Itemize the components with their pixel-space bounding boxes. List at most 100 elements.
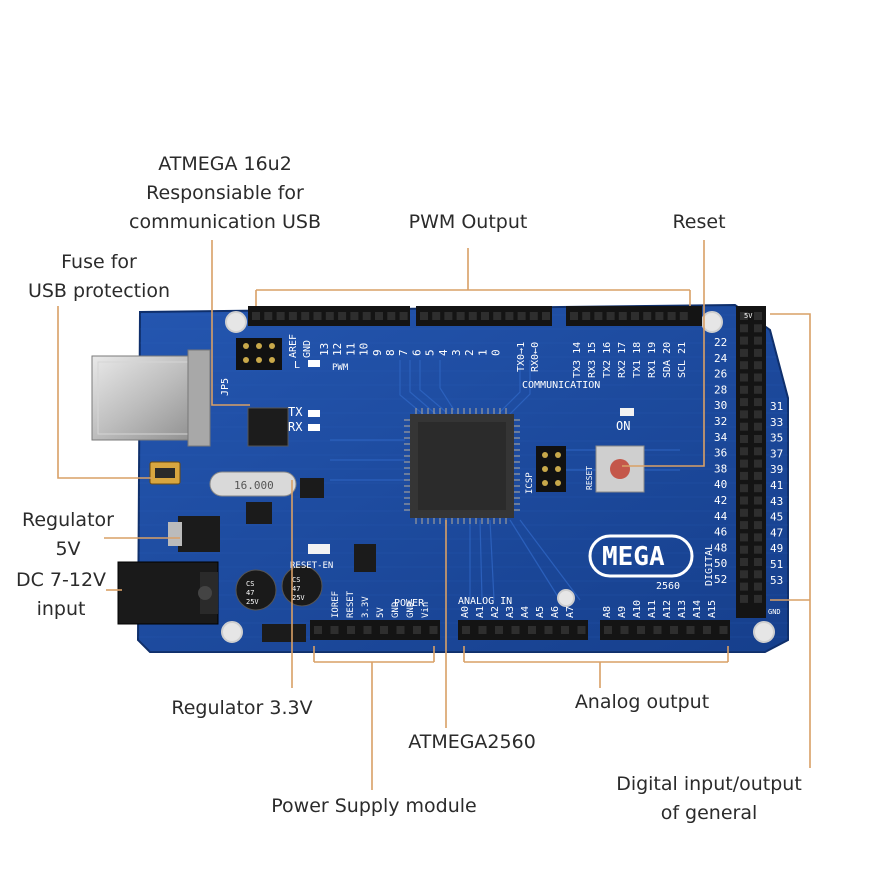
analog-pin-label: A3 <box>505 606 516 618</box>
pin-socket <box>429 626 438 634</box>
pin-socket <box>511 626 520 634</box>
power-pin-label: GND <box>406 602 416 618</box>
digital-pin-label: 32 <box>714 415 727 428</box>
reset-en-jumper <box>308 544 330 554</box>
pin-socket <box>631 312 639 320</box>
cap-text: 47 <box>292 585 300 593</box>
pwm-pin-label: 10 <box>358 343 371 356</box>
pin-socket <box>754 459 762 468</box>
digital-pin-label: 49 <box>770 542 783 555</box>
label-line: Digital input/output <box>616 773 802 795</box>
power-pin-label: IOREF <box>331 591 341 618</box>
led-rx <box>308 424 320 431</box>
pin-socket <box>420 312 428 320</box>
pin-socket <box>740 361 748 370</box>
pin-socket <box>754 422 762 431</box>
pin-socket <box>350 312 359 320</box>
reset-button[interactable] <box>595 445 645 493</box>
pin-socket <box>301 312 310 320</box>
pin-socket <box>754 533 762 542</box>
pin-socket <box>493 312 502 320</box>
pin-socket <box>740 533 748 542</box>
label-regulator-5v: Regulator 5V <box>12 506 124 564</box>
pin-socket <box>594 312 603 320</box>
label-line: DC 7-12V <box>15 569 107 591</box>
comm-pin-label: RX2 17 <box>617 342 628 378</box>
pin-socket <box>740 447 748 456</box>
analog-pin-label: A12 <box>662 600 673 618</box>
digital-pin-label: 42 <box>714 494 727 507</box>
label-line: ATMEGA 16u2 <box>158 153 292 175</box>
jp5-label: JP5 <box>220 378 231 396</box>
pin-socket <box>276 312 285 320</box>
label-pwm-output: PWM Output <box>380 208 556 237</box>
communication-tag: COMMUNICATION <box>522 380 600 391</box>
power-pin-label: 3.3V <box>361 596 371 618</box>
line-atmega16u2 <box>211 240 250 406</box>
dc-power-jack <box>117 561 219 625</box>
line-fuse <box>57 306 152 479</box>
header-analog-a <box>458 620 588 640</box>
label-line: ATMEGA2560 <box>408 731 536 753</box>
pin-socket <box>456 312 465 320</box>
analog-pin-label: A7 <box>565 606 576 618</box>
pin-socket <box>544 626 553 634</box>
pin-socket <box>740 398 748 407</box>
pin-socket <box>754 521 762 530</box>
digital-pin-label: 33 <box>770 416 783 429</box>
pin-socket <box>740 594 748 603</box>
comm-pin-label: RX3 15 <box>587 342 598 378</box>
analog-pin-label: A14 <box>692 600 703 618</box>
label-power-supply: Power Supply module <box>254 792 494 821</box>
digital-pin-label: 39 <box>770 463 783 476</box>
digital-pin-label: 35 <box>770 432 783 445</box>
pin-socket <box>561 626 569 634</box>
pin-socket <box>754 324 762 333</box>
crystal-label: 16.000 <box>234 479 274 492</box>
pin-socket <box>754 435 762 443</box>
pin-socket <box>740 435 748 443</box>
model-text: 2560 <box>656 581 680 592</box>
pin-socket <box>740 312 748 320</box>
label-fuse: Fuse for USB protection <box>14 248 184 306</box>
pin-socket <box>363 626 372 634</box>
digital-pin-label: 51 <box>770 558 783 571</box>
comm-pin-label: SCL 21 <box>677 342 688 378</box>
label-line: communication USB <box>129 211 321 233</box>
digital-pin-label: 38 <box>714 462 727 475</box>
pin-socket <box>703 626 711 634</box>
digital-pin-label: 36 <box>714 447 727 460</box>
label-analog-output: Analog output <box>560 688 724 717</box>
pin-socket <box>362 312 371 320</box>
label-line: PWM Output <box>408 211 528 233</box>
digital-pin-label: 43 <box>770 495 783 508</box>
pwm-pin-label: 6 <box>410 349 423 356</box>
pin-socket <box>462 626 470 634</box>
pin-socket <box>529 312 538 320</box>
pin-socket <box>653 626 662 634</box>
pin-socket <box>637 626 645 634</box>
pin-socket <box>740 422 748 431</box>
regulator-5v <box>168 516 220 552</box>
pin-socket <box>754 496 762 505</box>
icsp-label: ICSP <box>525 472 535 494</box>
digital-pin-label: 47 <box>770 526 783 539</box>
led-l <box>308 360 320 367</box>
pwm-pin-label: 12 <box>331 343 344 356</box>
led-tx <box>308 410 320 417</box>
pin-socket <box>670 626 678 634</box>
pin-socket <box>264 312 273 320</box>
pin-socket <box>740 582 748 591</box>
digital-pin-label: 44 <box>714 510 728 523</box>
analog-pin-label: A9 <box>617 606 628 618</box>
pin-socket <box>754 570 762 579</box>
pin-socket <box>330 626 339 634</box>
pin-socket <box>396 626 405 634</box>
label-line: Regulator <box>22 509 114 531</box>
pin-socket <box>754 582 762 591</box>
pin-socket <box>481 312 489 320</box>
digital-tag: DIGITAL <box>704 544 715 586</box>
rx0-label: RX0←0 <box>530 342 541 372</box>
pin-socket <box>505 312 514 320</box>
pin-socket <box>740 348 748 357</box>
